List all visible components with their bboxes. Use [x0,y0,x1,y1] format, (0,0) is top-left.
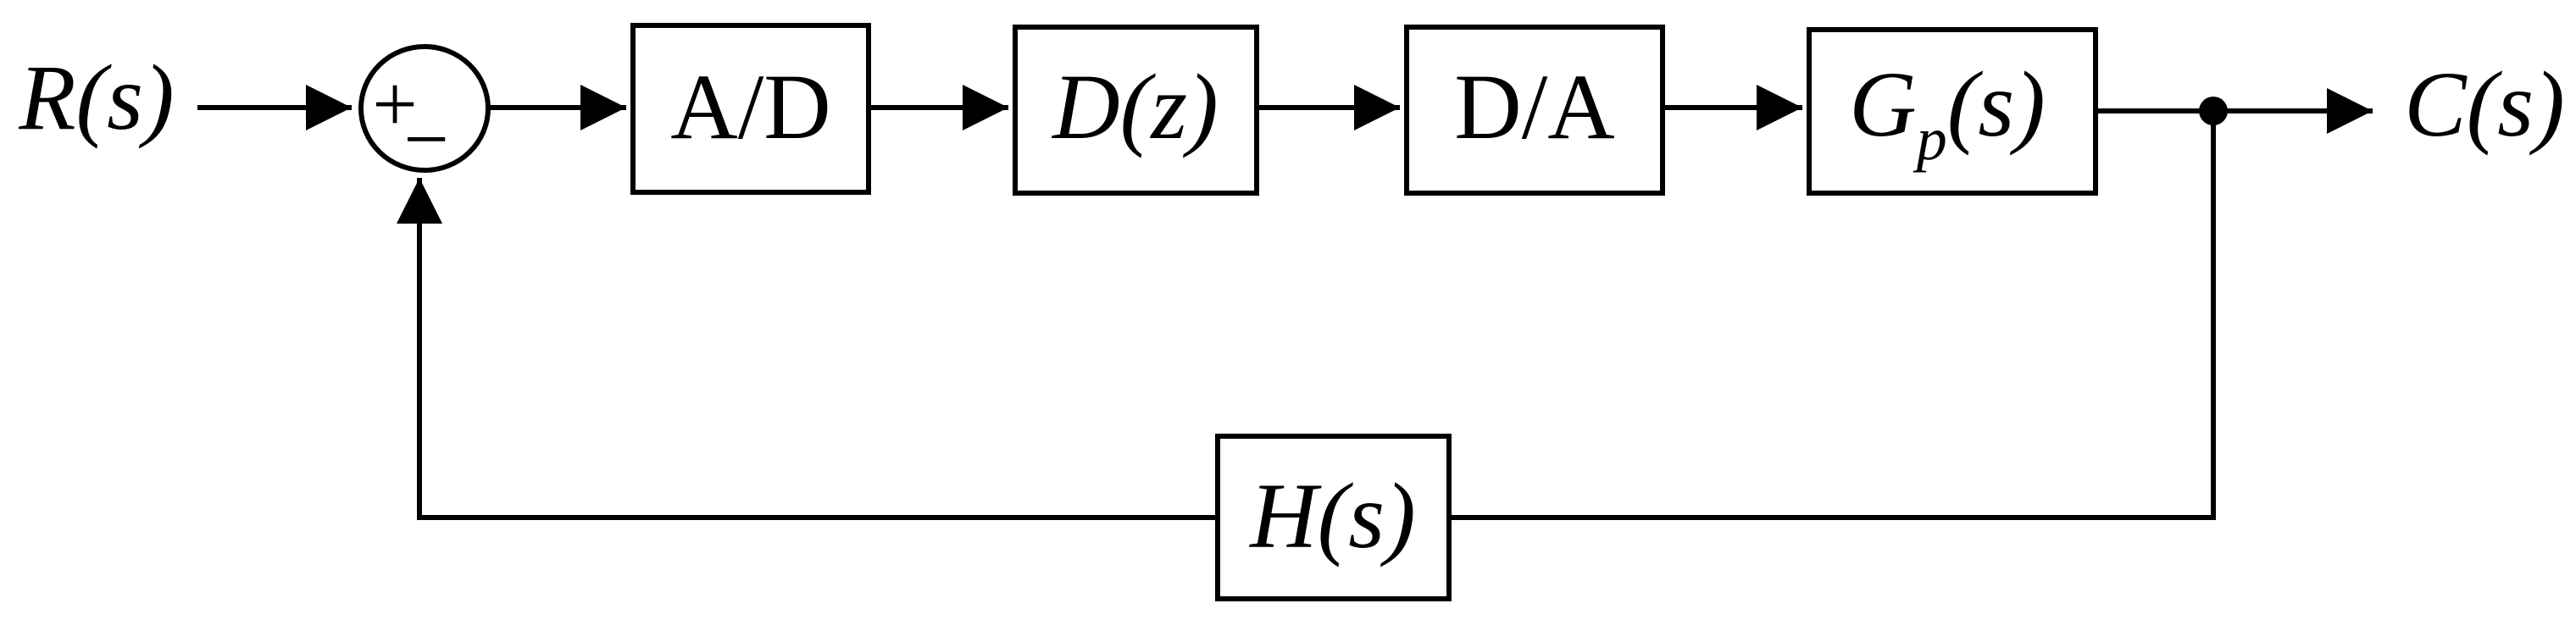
block-gp-label-args: (s) [1947,53,2046,156]
block-da [1404,25,1665,196]
block-gp [1807,27,2098,196]
feedback-wire-left [397,178,1218,520]
block-ad-label: A/D [670,55,830,158]
block-gp-label: Gp(s) [1849,53,2046,173]
block-dz [1013,25,1259,196]
block-hs [1215,434,1452,601]
summing-junction-circle [358,44,491,173]
block-da-label: D/A [1454,55,1614,158]
block-dz-label: D(z) [1051,55,1219,158]
output-signal-label: C(s) [2404,53,2564,156]
plus-sign: + [372,59,418,149]
minus-sign: − [403,94,449,184]
block-gp-label-base: G [1849,53,1916,156]
block-gp-label-subscript: p [1913,105,1947,173]
feedback-wire-right [1449,111,2216,520]
block-hs-label: H(s) [1248,464,1416,567]
input-signal-label: R(s) [18,46,174,149]
block-ad [630,23,871,195]
